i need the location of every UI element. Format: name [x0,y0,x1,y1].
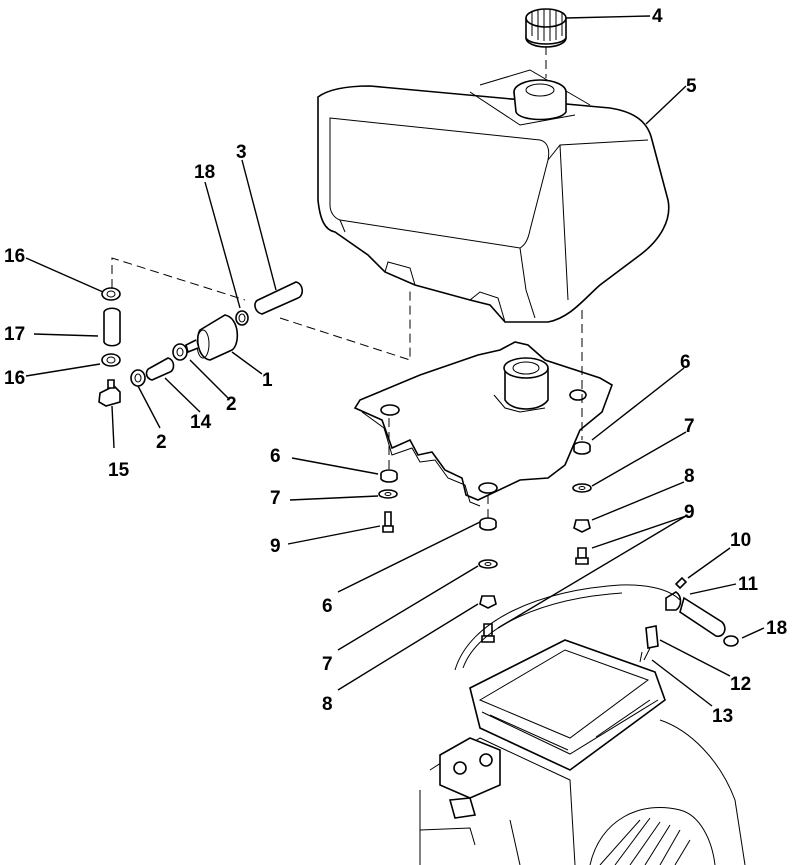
callout-7-center: 7 [322,654,333,675]
callout-2-left: 2 [156,432,167,453]
callout-8-center: 8 [322,694,333,715]
callout-6-right: 6 [680,352,691,373]
callout-15: 15 [108,460,130,481]
fuel-line-right [639,576,739,663]
callout-8-right: 8 [684,466,695,487]
callout-7-left: 7 [270,488,281,509]
callout-16-upper: 16 [4,246,25,267]
engine-assembly [419,584,746,865]
callout-17: 17 [4,324,25,345]
hardware-stack-center [478,495,498,643]
callout-7-right: 7 [684,416,695,437]
callout-2-right: 2 [226,394,237,415]
fuel-tank [317,69,670,323]
leader-lines [25,15,765,707]
fuel-filter-group [98,257,411,407]
callout-11: 11 [738,574,759,595]
callout-18-filter: 18 [194,162,215,183]
callout-14: 14 [190,412,212,433]
callout-18-line: 18 [766,618,787,639]
callout-16-lower: 16 [4,368,25,389]
callout-4: 4 [652,6,663,27]
fuel-cap [525,8,567,78]
callout-6-center: 6 [322,596,333,617]
callout-5: 5 [686,76,697,97]
callout-3: 3 [236,142,247,163]
callout-10: 10 [730,530,751,551]
callout-13: 13 [712,706,733,727]
callout-12: 12 [730,674,751,695]
hardware-stack-left [378,418,398,533]
callout-6-left: 6 [270,446,281,467]
callout-numbers: 4 5 3 18 16 17 16 1 2 14 2 15 6 7 8 9 6 … [4,6,787,727]
callout-9-left: 9 [270,536,281,557]
tank-mounting-plate [353,341,613,507]
callout-1: 1 [262,370,273,391]
hardware-stack-right [572,310,592,565]
callout-9-right: 9 [684,502,695,523]
